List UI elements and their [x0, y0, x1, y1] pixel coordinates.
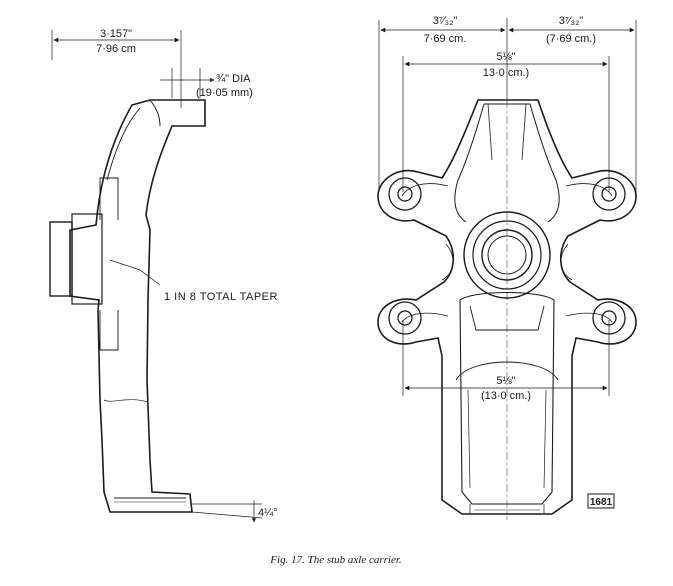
upper-span-cm: 13·0 cm.)	[483, 67, 529, 79]
drawing-number: 1681	[590, 497, 613, 508]
overall-width-in: 3·157"	[100, 28, 132, 40]
hub-boss	[49, 221, 73, 297]
side-view	[49, 30, 263, 523]
right-half-in: 3⁷⁄₃₂"	[559, 15, 584, 27]
front-view	[377, 18, 637, 520]
left-half-in: 3⁷⁄₃₂"	[433, 15, 458, 27]
lower-pocket	[459, 292, 555, 505]
left-half-cm: 7·69 cm.	[424, 33, 467, 45]
hub-outer-ring	[463, 211, 551, 299]
base-angle: 4¼°	[258, 507, 278, 519]
lower-span-in: 5⅛"	[496, 375, 515, 387]
mounting-hole-lower-right	[592, 301, 626, 335]
figure-caption: Fig. 17. The stub axle carrier.	[269, 554, 401, 566]
taper-label: 1 IN 8 TOTAL TAPER	[164, 291, 278, 303]
carrier-arm-outline	[69, 99, 206, 513]
drawing-number-box: 1681	[587, 493, 615, 509]
right-half-cm: (7·69 cm.)	[546, 33, 596, 45]
overall-width-cm: 7·96 cm	[96, 43, 136, 55]
mounting-hole-lower-left	[388, 301, 422, 335]
mounting-hole-upper-left	[388, 177, 422, 211]
pin-dia-mm: (19·05 mm)	[196, 87, 253, 99]
mounting-hole-upper-right	[592, 177, 626, 211]
upper-span-in: 5⅛"	[496, 51, 515, 63]
pin-dia-in: ¾" DIA	[216, 73, 251, 85]
carrier-outline	[377, 99, 637, 515]
lower-span-cm: (13·0 cm.)	[481, 390, 531, 402]
